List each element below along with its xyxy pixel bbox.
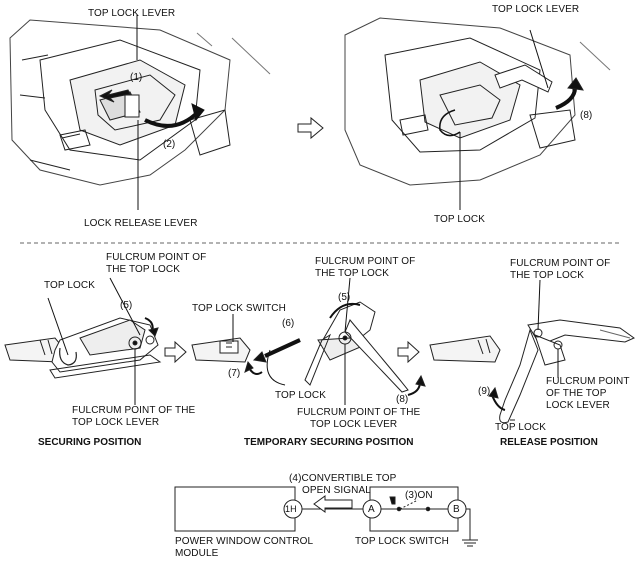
switch-label: TOP LOCK SWITCH	[355, 536, 449, 547]
release-caption: RELEASE POSITION	[500, 437, 598, 448]
step-2: (2)	[163, 139, 176, 150]
securing-top-lock-label: TOP LOCK	[44, 280, 96, 291]
lock-release-lever-label: LOCK RELEASE LEVER	[84, 218, 198, 229]
top-left-lever-label: TOP LOCK LEVER	[88, 8, 176, 19]
module-label-line2: MODULE	[175, 548, 219, 559]
top-right-illustration	[344, 17, 611, 210]
step-5-temporary: (5)	[338, 292, 351, 303]
release-fulcrum-lock-2: THE TOP LOCK	[510, 270, 585, 281]
release-illustration	[429, 279, 636, 424]
signal-arrow	[313, 495, 353, 513]
top-right-lever-label: TOP LOCK LEVER	[492, 4, 580, 15]
temporary-fulcrum-lever-2: TOP LOCK LEVER	[310, 419, 398, 430]
top-left-illustration	[9, 15, 271, 210]
release-fulcrum-lever-1: FULCRUM POINT	[546, 376, 630, 387]
release-fulcrum-lock-1: FULCRUM POINT OF	[510, 258, 611, 269]
flow-arrow-right	[397, 340, 420, 364]
temporary-fulcrum-lock-1: FULCRUM POINT OF	[315, 256, 416, 267]
flow-arrow-top	[297, 116, 324, 140]
step-5-securing: (5)	[120, 300, 133, 311]
signal-label-line2: OPEN SIGNAL	[302, 485, 371, 496]
temporary-top-lock-label: TOP LOCK	[275, 390, 327, 401]
temporary-switch-label: TOP LOCK SWITCH	[192, 303, 286, 314]
temporary-caption: TEMPORARY SECURING POSITION	[244, 437, 414, 448]
release-top-lock-label: TOP LOCK	[495, 422, 547, 433]
temporary-fulcrum-lock-2: THE TOP LOCK	[315, 268, 390, 279]
release-fulcrum-lever-3: LOCK LEVER	[546, 400, 610, 411]
switch-state-label: (3)ON	[405, 490, 433, 501]
securing-fulcrum-lock-2: THE TOP LOCK	[106, 264, 181, 275]
securing-caption: SECURING POSITION	[38, 437, 142, 448]
securing-fulcrum-lever-1: FULCRUM POINT OF THE	[72, 405, 196, 416]
securing-illustration	[4, 277, 162, 405]
release-fulcrum-lever-2: OF THE TOP	[546, 388, 607, 399]
step-6: (6)	[282, 318, 295, 329]
securing-fulcrum-lever-2: TOP LOCK LEVER	[72, 417, 160, 428]
signal-label-line1: (4)CONVERTIBLE TOP	[289, 473, 397, 484]
module-label-line1: POWER WINDOW CONTROL	[175, 536, 314, 547]
step-8-temporary: (8)	[396, 394, 409, 405]
terminal-a: A	[368, 504, 375, 515]
flow-arrow-left	[164, 340, 187, 364]
terminal-1h: 1H	[285, 504, 297, 514]
temporary-fulcrum-lever-1: FULCRUM POINT OF THE	[297, 407, 421, 418]
power-window-module-box	[174, 486, 296, 532]
temporary-illustration	[191, 277, 426, 405]
step-9: (9)	[478, 386, 491, 397]
step-7: (7)	[228, 368, 241, 379]
top-right-top-lock-label: TOP LOCK	[434, 214, 486, 225]
securing-fulcrum-lock-1: FULCRUM POINT OF	[106, 252, 207, 263]
step-1: (1)	[130, 72, 143, 83]
step-8-top: (8)	[580, 110, 593, 121]
circuit-diagram	[174, 486, 478, 547]
terminal-b: B	[453, 504, 460, 515]
